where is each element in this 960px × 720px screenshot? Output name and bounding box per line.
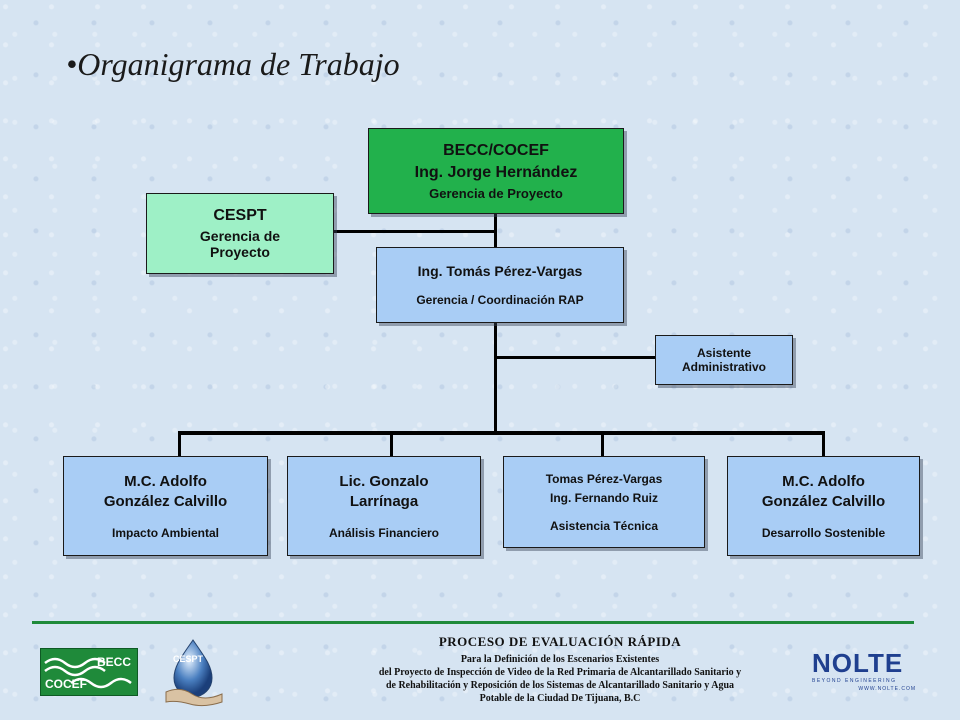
cocef-logo-text: COCEF [45,677,87,691]
footer-line-2: del Proyecto de Inspección de Video de l… [378,667,742,678]
cespt-org: CESPT [213,207,267,224]
gonzalo-title: Lic. Gonzalo [339,472,429,490]
page-title: •Organigrama de Trabajo [66,46,400,82]
becc-name: Ing. Jorge Hernández [414,163,578,181]
becc-logo-text: BECC [96,655,131,669]
asistente-line-2: Administrativo [681,360,766,374]
cespt-box: CESPT Gerencia de Proyecto [146,193,334,274]
adolfo-sostenible-title: M.C. Adolfo [782,472,865,490]
becc-role: Gerencia de Proyecto [429,185,563,201]
becc-box: BECC/COCEF Ing. Jorge Hernández Gerencia… [368,128,624,214]
connector-asistente [494,356,656,359]
tomas-box: Tomas Pérez-Vargas Ing. Fernando Ruiz As… [503,456,705,548]
becc-cocef-logo: BECC COCEF [40,648,138,696]
connector-trunk-main [494,322,497,434]
connector-horizontal-bar [178,431,825,435]
becc-wave-icon [44,657,132,689]
asistente-box: Asistente Administrativo [655,335,793,385]
footer-line-1: Para la Definición de los Escenarios Exi… [460,654,660,665]
water-drop-hand-icon [165,639,223,707]
coord-role: Gerencia / Coordinación RAP [416,293,584,307]
adolfo-ambiental-box: M.C. Adolfo González Calvillo Impacto Am… [63,456,268,556]
connector-drop-3 [601,431,604,457]
tomas-name-2: Ing. Fernando Ruiz [550,490,658,505]
adolfo-ambiental-name: González Calvillo [103,492,228,510]
adolfo-sostenible-name: González Calvillo [761,492,886,510]
nolte-url: WWW.NOLTE.COM [858,686,916,692]
coord-name: Ing. Tomás Pérez-Vargas [417,263,583,279]
cespt-logo-text: CESPT [173,654,204,664]
connector-cespt [334,230,496,233]
cespt-role-1: Gerencia de [199,228,281,244]
footer-divider [32,621,914,624]
nolte-logo-text: NOLTE [812,648,904,678]
becc-org: BECC/COCEF [443,141,549,159]
footer-line-3: de Rehabilitación y Reposición de los Si… [385,680,735,691]
coord-box: Ing. Tomás Pérez-Vargas Gerencia / Coord… [376,247,624,323]
cespt-logo: CESPT [160,636,226,708]
footer-caption: PROCESO DE EVALUACIÓN RÁPIDA Para la Def… [300,634,820,705]
nolte-tagline: BEYOND ENGINEERING [812,678,897,684]
connector-drop-2 [390,431,393,457]
adolfo-sostenible-role: Desarrollo Sostenible [761,525,886,540]
adolfo-ambiental-role: Impacto Ambiental [112,525,219,540]
tomas-role: Asistencia Técnica [549,518,659,533]
connector-drop-1 [178,431,181,457]
tomas-name-1: Tomas Pérez-Vargas [545,471,663,486]
gonzalo-box: Lic. Gonzalo Larrínaga Análisis Financie… [287,456,481,556]
gonzalo-role: Análisis Financiero [328,525,440,540]
connector-drop-4 [822,431,825,457]
footer-line-4: Potable de la Ciudad De Tijuana, B.C [479,693,641,704]
cespt-role-2: Proyecto [210,244,270,260]
gonzalo-name: Larrínaga [349,492,419,510]
nolte-logo: NOLTE BEYOND ENGINEERING WWW.NOLTE.COM [812,650,916,694]
adolfo-ambiental-title: M.C. Adolfo [124,472,207,490]
adolfo-sostenible-box: M.C. Adolfo González Calvillo Desarrollo… [727,456,920,556]
asistente-line-1: Asistente [696,346,752,360]
footer-title: PROCESO DE EVALUACIÓN RÁPIDA [438,634,682,649]
